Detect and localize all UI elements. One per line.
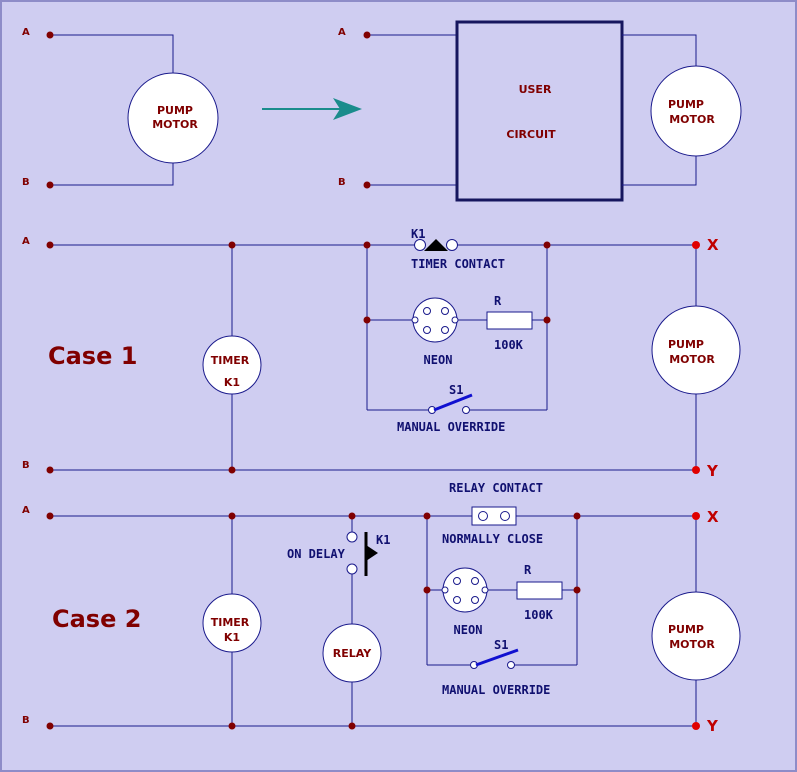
top-modified-circuit: A B USER CIRCUIT PUMP MOTOR [338,20,742,202]
case2-circuit: A B X Y Case 2 TIMER K1 K1 ON DELAY RELA… [22,481,741,735]
top-original-circuit: A B PUMP MOTOR [22,27,219,189]
case1-terminal-x [692,241,700,249]
case2-timer-line2: K1 [224,631,240,644]
case2-resistor [516,581,563,600]
user-circuit-line1: USER [519,83,552,96]
pump-motor-top-right [650,65,742,157]
case1-manual-override-label: MANUAL OVERRIDE [397,420,505,434]
case1-neon-label: NEON [424,353,453,367]
case2-relay-contact-label: RELAY CONTACT [449,481,543,495]
case1-pump-line1: PUMP [668,338,704,351]
case1-timer-coil [202,335,262,395]
case2-timer-line1: TIMER [211,616,250,629]
case2-title: Case 2 [52,605,141,633]
pump-motor-top-left [127,72,219,164]
case1-r-label: R [494,294,502,308]
case1-label-b: B [22,460,30,471]
terminal-b-top-right [363,181,371,189]
case1-r-value: 100K [494,338,524,352]
case2-terminal-y [692,722,700,730]
label-b-top-left: B [22,177,30,188]
case1-manual-override-switch [428,393,473,414]
case2-neon-lamp [441,567,489,613]
terminal-a-top-left [46,31,54,39]
case2-label-y: Y [706,717,719,735]
user-circuit-box [455,20,624,202]
case2-relay-coil [322,623,382,683]
case1-pump-motor [651,305,741,395]
case2-manual-override-label: MANUAL OVERRIDE [442,683,550,697]
case1-pump-line2: MOTOR [669,353,715,366]
case1-k1-label: K1 [411,227,425,241]
case1-circuit: A B X Y Case 1 TIMER K1 K1 TIMER CONTACT… [22,227,741,480]
case2-timer-coil [202,593,262,653]
case2-label-b: B [22,715,30,726]
case2-terminal-x [692,512,700,520]
case2-r-label: R [524,563,532,577]
case2-manual-override-switch [470,648,519,669]
case1-terminal-y [692,466,700,474]
user-circuit-line2: CIRCUIT [506,128,556,141]
right-arrow-icon [262,98,362,120]
case1-label-y: Y [706,462,719,480]
terminal-b-top-left [46,181,54,189]
case2-s1-label: S1 [494,638,508,652]
case2-pump-line1: PUMP [668,623,704,636]
case2-on-delay-label: ON DELAY [287,547,346,561]
case2-label-x: X [707,508,719,526]
case2-neon-label: NEON [454,623,483,637]
case1-timer-contact-label: TIMER CONTACT [411,257,505,271]
pump-line2-top-left: MOTOR [152,118,198,131]
case2-relay-contact [471,506,517,526]
case2-k1-label: K1 [376,533,390,547]
label-a-top-left: A [22,27,30,38]
case2-on-delay-contact [346,531,378,576]
case2-pump-motor [651,591,741,681]
case1-title: Case 1 [48,342,137,370]
case1-label-a: A [22,236,30,247]
case1-label-x: X [707,236,719,254]
case2-label-a: A [22,505,30,516]
case1-resistor [486,311,533,330]
pump-line2-top-right: MOTOR [669,113,715,126]
case1-neon-lamp [411,297,459,343]
pump-line1-top-left: PUMP [157,104,193,117]
case2-normally-close-label: NORMALLY CLOSE [442,532,543,546]
terminal-a-top-right [363,31,371,39]
case2-r-value: 100K [524,608,554,622]
case1-s1-label: S1 [449,383,463,397]
case2-relay-label: RELAY [333,647,372,660]
label-a-top-right: A [338,27,346,38]
pump-line1-top-right: PUMP [668,98,704,111]
case2-pump-line2: MOTOR [669,638,715,651]
case1-timer-contact [414,239,458,251]
label-b-top-right: B [338,177,346,188]
case1-timer-line2: K1 [224,376,240,389]
case1-timer-line1: TIMER [211,354,250,367]
